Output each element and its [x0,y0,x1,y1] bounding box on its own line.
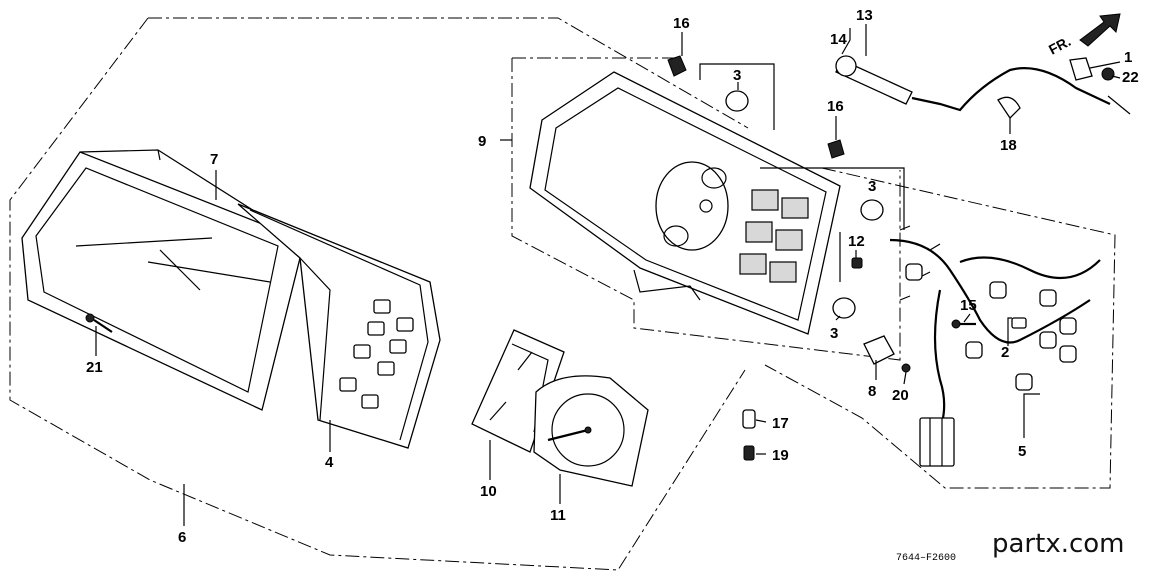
label-part-12: 12 [848,233,865,250]
group-outline-9 [511,57,901,361]
clip-16-top [667,55,687,77]
label-part-2: 2 [1001,344,1009,361]
wire-harness-5 [889,225,1101,467]
label-part-18: 18 [1000,137,1017,154]
label-part-21: 21 [86,359,103,376]
part-8-holder [863,335,895,365]
clip-16-mid [827,139,845,159]
label-part-7: 7 [210,151,218,168]
label-part-10: 10 [480,483,497,500]
speedometer-cable-13 [835,55,1131,115]
label-part-3-top: 3 [733,67,741,84]
bulb-3-bracket [699,63,905,230]
label-part-5: 5 [1018,443,1026,460]
meter-lens-4 [237,203,441,449]
label-part-16-top: 16 [673,15,690,32]
label-part-1: 1 [1124,49,1132,66]
meter-face-11 [533,375,649,487]
meter-case-9 [529,71,841,335]
label-part-9: 9 [478,133,486,150]
label-part-19: 19 [772,447,789,464]
harness-bulb-sockets [905,263,1077,391]
label-part-15: 15 [960,297,977,314]
part-17 [742,409,756,429]
screw-20 [901,363,911,373]
label-part-3-mid: 3 [868,178,876,195]
bulb-3-top [725,90,749,112]
label-part-6: 6 [178,529,186,546]
label-part-14: 14 [830,31,847,48]
warning-indicator-icons [339,299,414,409]
label-part-13: 13 [856,7,873,24]
diagram-code: 7644–F2600 [896,553,956,564]
part-1-bracket [1069,57,1093,81]
watermark: partx.com [992,529,1125,559]
bulb-3-mid [860,199,884,221]
screw-15 [951,319,976,329]
bulb-12 [839,232,863,282]
part-18-clip [997,96,1021,120]
leader-lines [95,24,1121,526]
front-direction-label: FR. [1046,33,1073,58]
label-part-17: 17 [772,415,789,432]
bulb-3-low [832,297,856,319]
front-arrow [1079,13,1121,47]
label-part-20: 20 [892,387,909,404]
label-part-3-low: 3 [830,325,838,342]
label-part-8: 8 [868,383,876,400]
meter-housing-7 [21,149,301,411]
group-outline-6 [9,17,749,571]
label-part-16-mid: 16 [827,98,844,115]
case-windows [739,189,809,283]
screw-21 [85,313,113,333]
part-19 [743,445,755,461]
part-22-bolt [1101,67,1115,81]
label-part-4: 4 [325,454,334,471]
group-outline-5 [764,167,1116,489]
gauge-panel-10 [471,329,565,453]
label-part-22: 22 [1122,69,1139,86]
label-part-11: 11 [550,507,566,524]
part-2-clip [1011,317,1027,329]
